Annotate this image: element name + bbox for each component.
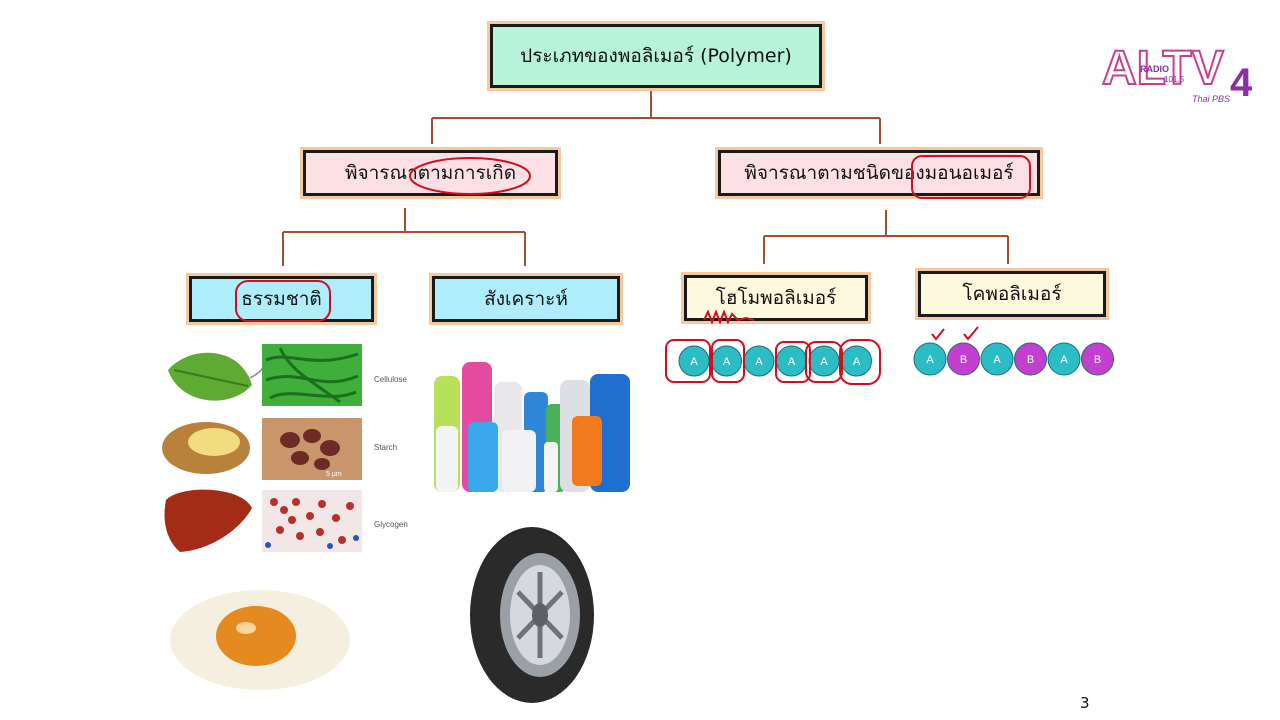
co-bead-0 (913, 342, 947, 376)
logo-brand: Thai PBS (1192, 94, 1230, 104)
co-bead-label-0: A (926, 354, 934, 366)
homo-bead-label-3: A (788, 356, 796, 368)
circle-mark-monomer (911, 155, 1031, 199)
synthetic-box: สังเคราะห์ (432, 276, 620, 322)
logo-text: ALTV (1102, 42, 1224, 95)
co-bead-2 (980, 342, 1014, 376)
glycogen-caption: Glycogen (374, 520, 408, 529)
origin-label: พิจารณาตามการเกิด (344, 162, 517, 184)
co-bead-3 (1014, 342, 1047, 376)
liver-icon (164, 489, 252, 552)
co-bead-label-2: A (993, 354, 1001, 366)
natural-polymer-illustrations: Cellulose 5 μm Starch Glycogen (162, 344, 408, 690)
homo-bead-label-4: A (820, 356, 828, 368)
starch-scale: 5 μm (326, 471, 342, 478)
synthetic-label: สังเคราะห์ (484, 288, 568, 310)
cellulose-micrograph (262, 344, 362, 406)
tire-illustration (470, 527, 594, 703)
root-box: ประเภทของพอลิเมอร์ (Polymer) (490, 24, 822, 88)
copolymer-label: โคพอลิเมอร์ (962, 283, 1062, 305)
logo-freq: 101.5 (1164, 75, 1185, 84)
starch-caption: Starch (374, 443, 397, 452)
root-title: ประเภทของพอลิเมอร์ (Polymer) (520, 45, 792, 67)
circle-mark-origin (409, 157, 531, 195)
homo-bead-label-2: A (755, 356, 763, 368)
co-bead-5 (1081, 342, 1114, 376)
homo-bead-label-1: A (723, 356, 731, 368)
squiggle-homopolymer (703, 309, 755, 325)
altv-logo-icon: ALTV 4 RADIO 101.5 Thai PBS (1101, 41, 1253, 105)
monomer-box: พิจารณาตามชนิดของมอนอเมอร์ (718, 150, 1040, 196)
page-number: 3 (1080, 694, 1090, 712)
natural-box: ธรรมชาติ (189, 276, 374, 322)
co-bead-4 (1047, 342, 1081, 376)
homo-bead-markups (665, 339, 881, 385)
circle-mark-natural (235, 280, 331, 322)
homopolymer-label: โฮโมพอลิเมอร์ (715, 287, 837, 309)
plastic-bottles-illustration (434, 362, 630, 492)
co-bead-label-5: B (1094, 354, 1101, 366)
check-marks-copolymer (931, 326, 979, 341)
co-bead-label-1: B (960, 354, 967, 366)
starch-micrograph (262, 418, 362, 480)
co-bead-label-3: B (1027, 354, 1034, 366)
natural-label: ธรรมชาติ (241, 288, 322, 310)
monomer-label: พิจารณาตามชนิดของมอนอเมอร์ (744, 162, 1014, 184)
co-bead-1 (947, 342, 980, 376)
glycogen-micrograph (262, 490, 362, 552)
copolymer-box: โคพอลิเมอร์ (918, 271, 1106, 317)
leaf-icon (168, 352, 252, 401)
cellulose-caption: Cellulose (374, 375, 407, 384)
homo-bead-label-0: A (690, 356, 698, 368)
logo-radio: RADIO (1140, 64, 1169, 74)
logo-number: 4 (1230, 61, 1253, 105)
homo-bead-label-5: A (853, 356, 861, 368)
co-bead-label-4: A (1060, 354, 1068, 366)
